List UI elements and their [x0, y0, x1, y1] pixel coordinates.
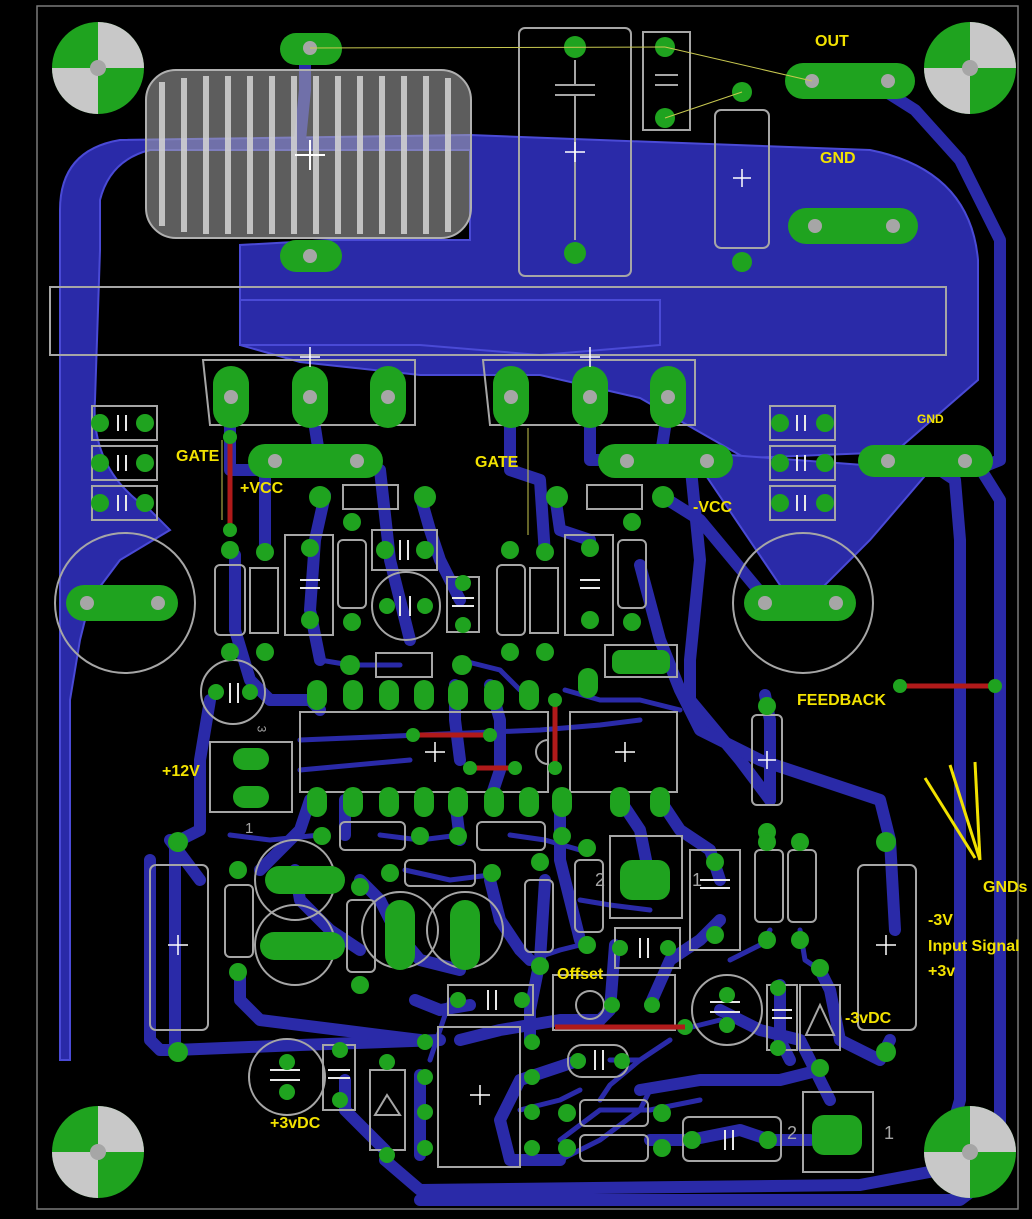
capacitor-c-top — [518, 27, 632, 277]
silkscreen — [49, 27, 947, 1173]
label-feedback: FEEDBACK — [797, 692, 886, 709]
label-pos3v: +3v — [928, 963, 956, 980]
label-pos3vdc: +3vDC — [270, 1115, 321, 1132]
silk-number-2: 2 — [595, 870, 606, 890]
heatsink-outline — [49, 286, 947, 356]
airwires — [221, 46, 813, 535]
copper-pour — [59, 133, 979, 1061]
label-vcc-positive: +VCC — [240, 480, 284, 497]
transistor-left-body — [201, 359, 416, 426]
silk-number-2b: 2 — [787, 1123, 798, 1143]
jumpers — [227, 437, 995, 1030]
silk-number-1b: 1 — [692, 870, 703, 890]
label-gate-left: GATE — [176, 448, 220, 465]
silk-number-3: 3 — [254, 725, 269, 733]
capacitor-big-left — [54, 532, 196, 674]
silk-number-1c: 1 — [884, 1123, 895, 1143]
label-gnd-right: GND — [917, 412, 944, 426]
origin-crosses — [168, 142, 896, 1105]
label-gnd-top: GND — [820, 150, 856, 167]
capacitor-big-right — [732, 532, 874, 674]
label-input-signal: Input Signal — [928, 938, 1020, 955]
label-gate-right: GATE — [475, 454, 519, 471]
resistor-top — [714, 109, 770, 249]
pads — [52, 22, 1016, 1198]
inductor-windings — [159, 76, 451, 234]
label-neg3vdc: -3vDC — [845, 1010, 892, 1027]
silk-symbols — [117, 415, 807, 1150]
label-offset: Offset — [557, 966, 604, 983]
label-out: OUT — [815, 33, 849, 50]
gnds-pointer-lines — [923, 761, 982, 861]
ic-bottom-outline — [437, 1026, 521, 1168]
label-gnds: GNDs — [983, 879, 1028, 896]
capacitor-small-top — [642, 31, 691, 131]
label-neg3v: -3V — [928, 912, 953, 929]
jumper-pads — [223, 430, 1002, 775]
silk-number-1: 1 — [245, 820, 254, 837]
label-plus12v: +12V — [162, 763, 200, 780]
label-vcc-negative: -VCC — [693, 499, 733, 516]
transistor-right-body — [481, 359, 696, 426]
ic-main-outline — [299, 711, 549, 793]
drill-holes — [80, 41, 978, 1160]
board-outline — [36, 5, 1019, 1210]
